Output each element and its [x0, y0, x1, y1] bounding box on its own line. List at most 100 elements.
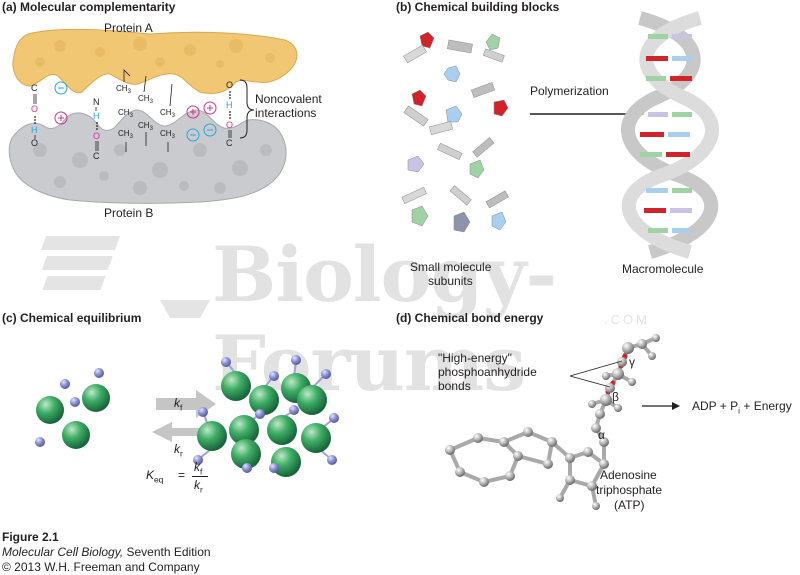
- protein-a-surface: [12, 28, 298, 95]
- blue-sphere: [329, 413, 339, 423]
- high-energy-label-line2: phosphoanhydride: [438, 365, 537, 379]
- noncovalent-label-line2: interactions: [255, 106, 317, 120]
- atp-ball-and-stick-illustration: [445, 334, 680, 510]
- left-o-atom-bottom: O: [31, 138, 38, 148]
- helix-strand-2: [621, 11, 719, 259]
- gamma-phosphate: [622, 342, 634, 354]
- watermark-text: Biology-Forums: [212, 230, 557, 408]
- subunit-slate: [453, 211, 471, 233]
- left-o-atom-top: O: [31, 104, 38, 114]
- subunit-green: [469, 159, 485, 179]
- subunit-gray: [403, 44, 427, 64]
- panel-a-title: (a) Molecular complementarity: [2, 0, 176, 14]
- beta-phosphate: [612, 368, 624, 380]
- small-molecule-label-line1: Small molecule: [410, 260, 492, 274]
- middle-o-atom: O: [93, 131, 100, 141]
- beta-label: β: [612, 390, 619, 404]
- chemical-equilibrium-illustration: [35, 355, 339, 477]
- subunit-blue: [491, 211, 507, 231]
- subunit-red: [419, 31, 435, 49]
- figure-caption: Figure 2.1 Molecular Cell Biology, Seven…: [2, 530, 211, 575]
- book-edition: Seventh Edition: [123, 545, 211, 559]
- ch3-top-3: CH3: [118, 108, 134, 119]
- blue-sphere: [221, 357, 231, 367]
- green-sphere: [197, 421, 227, 451]
- blue-sphere: [291, 355, 301, 365]
- blue-sphere: [35, 437, 45, 447]
- keq-numerator: kf: [194, 460, 203, 477]
- protein-a-label: Protein A: [104, 21, 153, 35]
- protein-b-label: Protein B: [104, 206, 154, 220]
- noncovalent-bracket: [239, 79, 255, 139]
- blue-sphere: [255, 409, 265, 419]
- gamma-label: γ: [629, 355, 635, 369]
- watermark-dotcom: .COM: [604, 312, 650, 327]
- blue-sphere: [269, 463, 279, 473]
- positive-charge-icon: [54, 111, 68, 125]
- kf-label: kf: [174, 396, 183, 413]
- panel-d-title: (d) Chemical bond energy: [396, 311, 544, 325]
- molecular-complementarity-illustration: C O H O N H O C CH3 CH3 CH3 CH3 CH3 CH3 …: [8, 28, 298, 204]
- copyright: © 2013 W.H. Freeman and Company: [2, 560, 200, 574]
- blue-sphere: [94, 368, 104, 378]
- book-title: Molecular Cell Biology,: [2, 545, 124, 559]
- right-c-atom: C: [226, 138, 233, 148]
- ch3-bottom-2: CH3: [138, 121, 154, 132]
- green-sphere: [62, 421, 90, 449]
- subunit-red: [411, 89, 427, 107]
- subunit-blue: [443, 65, 461, 83]
- reverse-arrow: [152, 422, 212, 442]
- macromolecule-helix-illustration: [621, 11, 719, 259]
- small-molecule-label-line2: subunits: [428, 274, 473, 288]
- high-energy-label-line3: bonds: [438, 379, 471, 393]
- atp-label-line3: (ATP): [614, 498, 645, 512]
- subunit-green: [485, 33, 501, 51]
- subunit-blue: [445, 105, 463, 123]
- green-sphere: [301, 423, 331, 453]
- blue-sphere: [327, 455, 337, 465]
- keq-fraction-bar: [192, 476, 208, 477]
- ch3-top-4: CH3: [160, 108, 176, 119]
- blue-sphere: [289, 405, 299, 415]
- noncovalent-label-line1: Noncovalent: [255, 92, 322, 106]
- green-sphere: [229, 415, 259, 445]
- figure-number: Figure 2.1: [2, 530, 59, 544]
- ch3-bottom-1: CH3: [118, 129, 134, 140]
- small-molecule-subunits-illustration: [401, 31, 509, 233]
- green-sphere: [297, 385, 327, 415]
- left-h-atom: H: [31, 125, 38, 135]
- blue-sphere: [70, 397, 80, 407]
- blue-sphere: [193, 455, 203, 465]
- subunit-purple: [407, 155, 425, 173]
- green-sphere: [221, 371, 251, 401]
- subunit-green: [411, 205, 429, 227]
- negative-charge-icon: [54, 81, 68, 95]
- blue-sphere: [269, 371, 279, 381]
- right-h-atom: H: [226, 100, 233, 110]
- keq-equals: =: [178, 468, 186, 482]
- atp-label-line1: Adenosine: [600, 468, 657, 482]
- green-sphere: [249, 385, 279, 415]
- keq-denominator: kr: [194, 478, 203, 495]
- book-title-line: Molecular Cell Biology, Seventh Edition: [2, 545, 211, 560]
- helix-strand-1: [621, 11, 719, 259]
- green-sphere: [267, 415, 297, 445]
- polymerization-label: Polymerization: [530, 84, 609, 98]
- negative-charge-icon: [186, 128, 200, 142]
- products-label: ADP + Pi + Energy: [692, 399, 792, 416]
- green-sphere: [231, 439, 261, 469]
- alpha-phosphate: [600, 394, 612, 406]
- negative-charge-icon: [203, 123, 217, 137]
- ch3-top-2: CH3: [138, 94, 154, 105]
- positive-charge-icon: [203, 101, 217, 115]
- right-o-atom-mid: O: [226, 120, 233, 130]
- subunit-red: [493, 99, 509, 117]
- green-sphere: [82, 384, 110, 412]
- macromolecule-label: Macromolecule: [622, 262, 704, 276]
- positive-charge-icon: [186, 105, 200, 119]
- middle-n-atom: N: [93, 97, 100, 107]
- kr-label: kr: [174, 442, 183, 459]
- blue-sphere: [242, 463, 252, 473]
- ch3-top-1: CH3: [116, 84, 132, 95]
